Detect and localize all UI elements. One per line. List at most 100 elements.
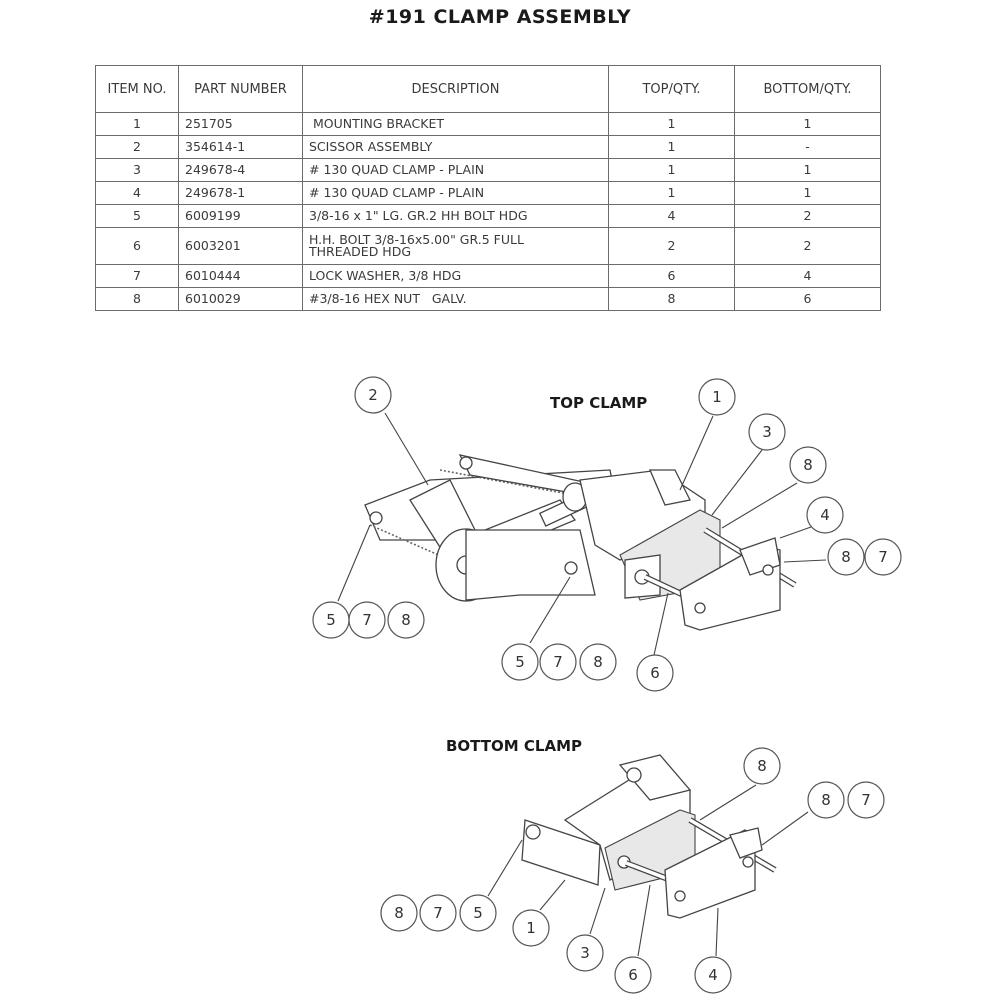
table-header-row: ITEM NO. PART NUMBER DESCRIPTION TOP/QTY…	[95, 65, 881, 113]
callout-balloon: 8	[789, 446, 827, 484]
bottom-clamp-drawing	[521, 754, 777, 919]
table-row: 4 249678-1 # 130 QUAD CLAMP - PLAIN 1 1	[95, 181, 881, 205]
table-row: 8 6010029 #3/8-16 HEX NUT GALV. 8 6	[95, 287, 881, 311]
callout-balloon: 4	[694, 956, 732, 994]
top-qty: 8	[608, 287, 735, 311]
svg-text:7: 7	[861, 791, 871, 809]
callout-balloon: 7	[419, 894, 457, 932]
svg-text:1: 1	[712, 388, 722, 406]
top-clamp-callouts: 2 1 3 8 4 8 7 5 7 8 5 7 8 6	[312, 376, 902, 692]
svg-text:4: 4	[820, 506, 830, 524]
callout-balloon: 7	[348, 601, 386, 639]
description: #3/8-16 HEX NUT GALV.	[302, 287, 609, 311]
bill-of-materials-table: ITEM NO. PART NUMBER DESCRIPTION TOP/QTY…	[95, 65, 881, 311]
table-row: 5 6009199 3/8-16 x 1" LG. GR.2 HH BOLT H…	[95, 204, 881, 228]
callout-balloon: 6	[614, 956, 652, 994]
svg-text:5: 5	[515, 653, 525, 671]
svg-text:6: 6	[650, 664, 660, 682]
item-no: 8	[95, 287, 179, 311]
callout-balloon: 6	[636, 654, 674, 692]
callout-balloon: 2	[354, 376, 392, 414]
callout-balloon: 8	[743, 747, 781, 785]
callout-balloon: 8	[380, 894, 418, 932]
bottom-clamp-leaders	[487, 784, 809, 957]
top-clamp-leaders	[337, 412, 827, 656]
callout-balloon: 5	[501, 643, 539, 681]
table-row: 6 6003201 H.H. BOLT 3/8-16x5.00" GR.5 FU…	[95, 227, 881, 265]
svg-text:8: 8	[757, 757, 767, 775]
callout-balloon: 7	[864, 538, 902, 576]
top-clamp-drawing	[364, 454, 797, 631]
top-qty: 1	[608, 181, 735, 205]
top-clamp-label: TOP CLAMP	[550, 394, 648, 412]
svg-text:5: 5	[326, 611, 336, 629]
callout-balloon: 3	[748, 413, 786, 451]
table-row: 1 251705 MOUNTING BRACKET 1 1	[95, 112, 881, 136]
bottom-qty: 6	[734, 287, 881, 311]
item-no: 7	[95, 264, 179, 288]
svg-text:1: 1	[526, 919, 536, 937]
bottom-clamp-label: BOTTOM CLAMP	[446, 737, 582, 755]
part-number: 249678-1	[178, 181, 303, 205]
callout-balloon: 5	[312, 601, 350, 639]
bottom-qty: 2	[734, 227, 881, 265]
description: SCISSOR ASSEMBLY	[302, 135, 609, 159]
bottom-qty: -	[734, 135, 881, 159]
part-number: 6003201	[178, 227, 303, 265]
header-description: DESCRIPTION	[302, 65, 609, 113]
callout-balloon: 1	[698, 378, 736, 416]
item-no: 3	[95, 158, 179, 182]
description: MOUNTING BRACKET	[302, 112, 609, 136]
header-part-number: PART NUMBER	[178, 65, 303, 113]
outer-quad-clamp	[664, 829, 756, 919]
description: # 130 QUAD CLAMP - PLAIN	[302, 158, 609, 182]
callout-balloon: 4	[806, 496, 844, 534]
top-qty: 6	[608, 264, 735, 288]
part-number: 249678-4	[178, 158, 303, 182]
svg-text:7: 7	[553, 653, 563, 671]
svg-text:8: 8	[593, 653, 603, 671]
svg-text:3: 3	[580, 944, 590, 962]
bottom-qty: 2	[734, 204, 881, 228]
table-row: 3 249678-4 # 130 QUAD CLAMP - PLAIN 1 1	[95, 158, 881, 182]
description-line-2: THREADED HDG	[309, 244, 412, 259]
svg-text:8: 8	[841, 548, 851, 566]
bottom-qty: 1	[734, 181, 881, 205]
part-number: 6010029	[178, 287, 303, 311]
document-title: #191 CLAMP ASSEMBLY	[368, 6, 632, 28]
callout-balloon: 7	[847, 781, 885, 819]
part-number: 251705	[178, 112, 303, 136]
svg-text:8: 8	[401, 611, 411, 629]
bottom-clamp-callouts: 8 8 7 8 7 5 1 3 6 4	[380, 747, 885, 994]
svg-text:8: 8	[821, 791, 831, 809]
svg-text:8: 8	[803, 456, 813, 474]
part-number: 6009199	[178, 204, 303, 228]
header-top-qty: TOP/QTY.	[608, 65, 735, 113]
svg-text:3: 3	[762, 423, 772, 441]
callout-balloon: 3	[566, 934, 604, 972]
svg-text:8: 8	[394, 904, 404, 922]
part-number: 6010444	[178, 264, 303, 288]
svg-text:6: 6	[628, 966, 638, 984]
mounting-bracket	[521, 819, 601, 886]
svg-text:4: 4	[708, 966, 718, 984]
callout-balloon: 1	[512, 909, 550, 947]
callout-balloon: 5	[459, 894, 497, 932]
svg-text:7: 7	[433, 904, 443, 922]
scissor-lower-body	[465, 529, 596, 601]
header-bottom-qty: BOTTOM/QTY.	[734, 65, 881, 113]
header-item-no: ITEM NO.	[95, 65, 179, 113]
description-line-1: H.H. BOLT 3/8-16x5.00" GR.5 FULL	[309, 232, 524, 247]
description: # 130 QUAD CLAMP - PLAIN	[302, 181, 609, 205]
callout-balloon: 8	[387, 601, 425, 639]
svg-text:5: 5	[473, 904, 483, 922]
callout-balloon: 7	[539, 643, 577, 681]
svg-text:7: 7	[878, 548, 888, 566]
callout-balloon: 8	[579, 643, 617, 681]
description: H.H. BOLT 3/8-16x5.00" GR.5 FULL THREADE…	[302, 227, 609, 265]
svg-text:7: 7	[362, 611, 372, 629]
callout-balloon: 8	[827, 538, 865, 576]
item-no: 6	[95, 227, 179, 265]
callout-balloon: 8	[807, 781, 845, 819]
